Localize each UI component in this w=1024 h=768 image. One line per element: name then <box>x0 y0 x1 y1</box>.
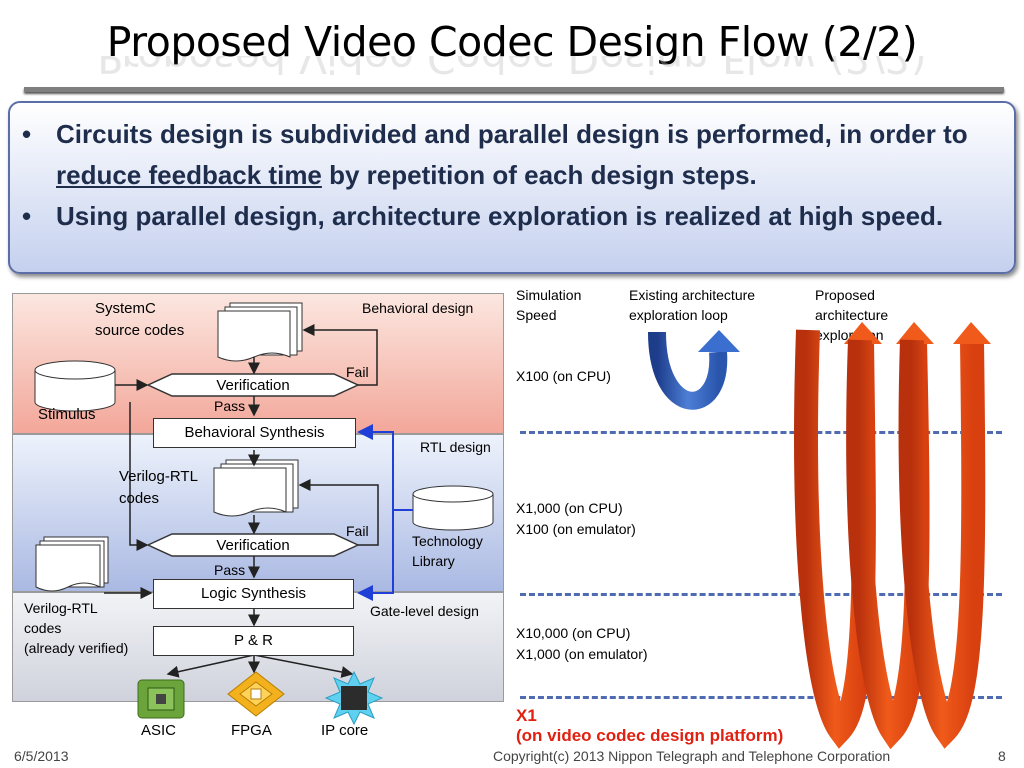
pnr-box: P & R <box>153 626 354 656</box>
systemc-line-2: source codes <box>95 322 185 339</box>
verified-line-2: codes <box>24 620 62 636</box>
bullet-text: Using parallel design, architecture expl… <box>56 201 944 231</box>
bullet-text-end: by repetition of each design steps. <box>321 160 757 190</box>
verified-line-3: (already verified) <box>24 640 129 656</box>
techlib-line-2: Library <box>412 553 455 569</box>
fail-2-label: Fail <box>346 523 369 539</box>
existing-header-line-1: Existing architecture <box>629 287 756 303</box>
proposed-loop-arrow <box>794 322 991 750</box>
technology-library-label: Technology Library <box>412 531 483 571</box>
speed-level-4: X1 (on video codec design platform) <box>516 706 783 746</box>
pass-2-label: Pass <box>214 562 246 578</box>
slide-title: Proposed Video Codec Design Flow (2/2) <box>106 18 918 66</box>
verilog-line-2: codes <box>119 490 160 507</box>
speed-level-4-line-2: (on video codec design platform) <box>516 726 784 745</box>
pass-1-label: Pass <box>214 398 246 414</box>
bullet-panel <box>8 101 1016 274</box>
systemc-line-1: SystemC <box>95 300 156 317</box>
speed-level-2: X1,000 (on CPU) X100 (on emulator) <box>516 498 636 540</box>
copyright-text: Copyright(c) 2013 Nippon Telegraph and T… <box>493 748 891 764</box>
bullet-marker: • <box>22 201 32 231</box>
speed-level-1: X100 (on CPU) <box>516 368 611 384</box>
systemc-codes-label: SystemC source codes <box>95 298 184 342</box>
verilog-line-1: Verilog-RTL <box>119 468 198 485</box>
page-number: 8 <box>998 748 1006 764</box>
speed-level-4-line-1: X1 <box>516 706 537 725</box>
section-label-rtl: RTL design <box>420 439 491 455</box>
asic-label: ASIC <box>141 722 177 739</box>
ip-core-icon <box>324 670 384 726</box>
database-cylinder-icon <box>412 485 494 531</box>
verilog-rtl-codes-label: Verilog-RTL codes <box>119 466 198 510</box>
speed-header-line-1: Simulation <box>516 287 582 303</box>
stimulus-label: Stimulus <box>38 406 96 423</box>
document-stack-icon <box>213 459 299 517</box>
bullet-list: • Circuits design is subdivided and para… <box>22 114 1012 237</box>
existing-loop-arrow <box>648 330 740 410</box>
fpga-icon <box>227 671 285 717</box>
speed-level-3: X10,000 (on CPU) X1,000 (on emulator) <box>516 623 648 665</box>
database-cylinder-icon <box>34 360 116 412</box>
logic-synthesis-box: Logic Synthesis <box>153 579 354 609</box>
bullet-item-1: • Circuits design is subdivided and para… <box>22 114 1012 196</box>
bullet-item-2: • Using parallel design, architecture ex… <box>22 196 1012 237</box>
speed-header-line-2: Speed <box>516 307 557 323</box>
verified-line-1: Verilog-RTL <box>24 600 98 616</box>
speed-level-3-line-1: X10,000 (on CPU) <box>516 625 631 641</box>
speed-level-2-line-1: X1,000 (on CPU) <box>516 500 623 516</box>
section-label-gate: Gate-level design <box>370 603 479 619</box>
speed-level-2-line-2: X100 (on emulator) <box>516 521 636 537</box>
bullet-text: Circuits design is subdivided and parall… <box>56 119 968 149</box>
bullet-marker: • <box>22 119 32 149</box>
speed-level-3-line-2: X1,000 (on emulator) <box>516 646 648 662</box>
existing-header-line-2: exploration loop <box>629 307 728 323</box>
document-stack-icon <box>35 536 109 592</box>
asic-chip-icon <box>137 679 185 719</box>
fpga-label: FPGA <box>231 722 272 739</box>
fail-1-label: Fail <box>346 364 369 380</box>
speed-divider-1 <box>520 431 1002 434</box>
ip-core-label: IP core <box>321 722 369 739</box>
bullet-underlined: reduce feedback time <box>56 160 322 190</box>
verified-codes-label: Verilog-RTL codes (already verified) <box>24 598 128 658</box>
proposed-header-line-1: Proposed <box>815 287 875 303</box>
slide-date: 6/5/2013 <box>14 748 69 764</box>
document-stack-icon <box>217 302 303 362</box>
speed-column-header: Simulation Speed <box>516 285 581 325</box>
techlib-line-1: Technology <box>412 533 483 549</box>
behavioral-synthesis-box: Behavioral Synthesis <box>153 418 356 448</box>
existing-loop-header: Existing architecture exploration loop <box>629 285 755 325</box>
proposed-header-line-2: architecture <box>815 307 889 323</box>
speed-divider-3 <box>520 696 1002 699</box>
verification-1-label: Verification <box>216 377 290 394</box>
title-divider <box>24 87 1004 92</box>
verification-2-label: Verification <box>216 537 290 554</box>
section-label-behavioral: Behavioral design <box>362 300 474 316</box>
speed-divider-2 <box>520 593 1002 596</box>
